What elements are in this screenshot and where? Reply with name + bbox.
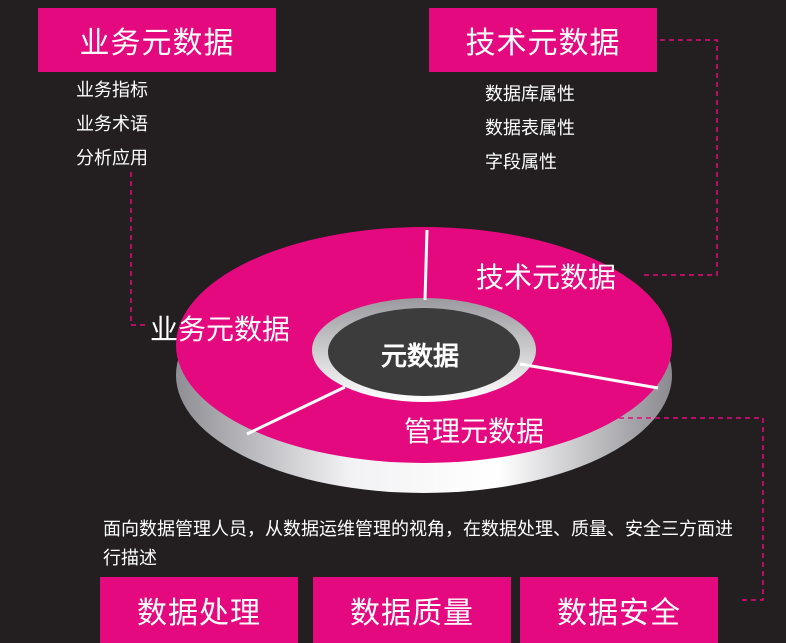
connector-business — [130, 172, 148, 326]
management-description: 面向数据管理人员，从数据运维管理的视角，在数据处理、质量、安全三方面进行描述 — [103, 519, 733, 569]
box-data-quality: 数据质量 — [313, 577, 511, 643]
technical-item: 数据表属性 — [485, 118, 575, 139]
segment-label-business: 业务元数据 — [150, 313, 291, 346]
business-item-list: 业务指标 业务术语 分析应用 — [76, 74, 148, 176]
center-disk — [328, 308, 520, 396]
divider-top — [423, 229, 429, 301]
business-title-box: 业务元数据 — [38, 8, 276, 72]
box-data-processing: 数据处理 — [100, 577, 298, 643]
connector-technical — [640, 39, 718, 276]
technical-item: 字段属性 — [485, 152, 557, 173]
box-data-security: 数据安全 — [520, 577, 718, 643]
technical-item: 数据库属性 — [485, 84, 575, 105]
business-item: 业务指标 — [76, 80, 148, 101]
divider-left — [246, 385, 346, 436]
box-data-processing-label: 数据处理 — [137, 596, 261, 631]
business-item: 分析应用 — [76, 148, 148, 169]
technical-item-list: 数据库属性 数据表属性 字段属性 — [485, 78, 575, 180]
connector-management — [592, 417, 764, 601]
box-data-security-label: 数据安全 — [557, 596, 681, 631]
divider-right — [519, 362, 659, 390]
business-title: 业务元数据 — [79, 26, 235, 61]
technical-title-box: 技术元数据 — [429, 8, 657, 72]
center-label: 元数据 — [381, 342, 460, 372]
segment-label-management: 管理元数据 — [404, 415, 545, 448]
box-data-quality-label: 数据质量 — [350, 596, 474, 631]
segment-label-technical: 技术元数据 — [476, 261, 617, 294]
business-item: 业务术语 — [76, 114, 148, 135]
technical-title: 技术元数据 — [465, 26, 621, 61]
